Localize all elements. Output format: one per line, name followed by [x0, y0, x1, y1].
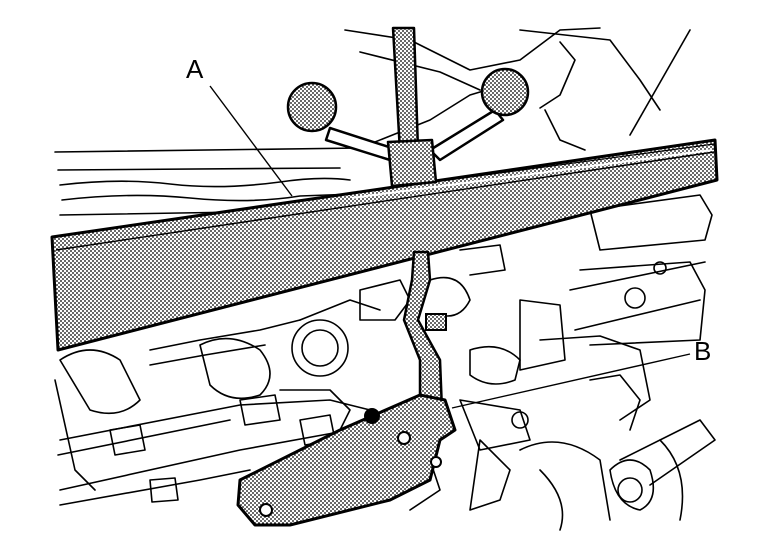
callout-label-a: A	[186, 54, 204, 84]
callout-label-b: B	[694, 336, 712, 366]
support-bar	[50, 138, 719, 352]
adjuster-hub	[286, 67, 530, 188]
leader-lines	[209, 85, 691, 409]
leader-line-b	[451, 353, 691, 409]
leader-line-a	[209, 85, 293, 197]
engine-bracket	[236, 393, 457, 527]
